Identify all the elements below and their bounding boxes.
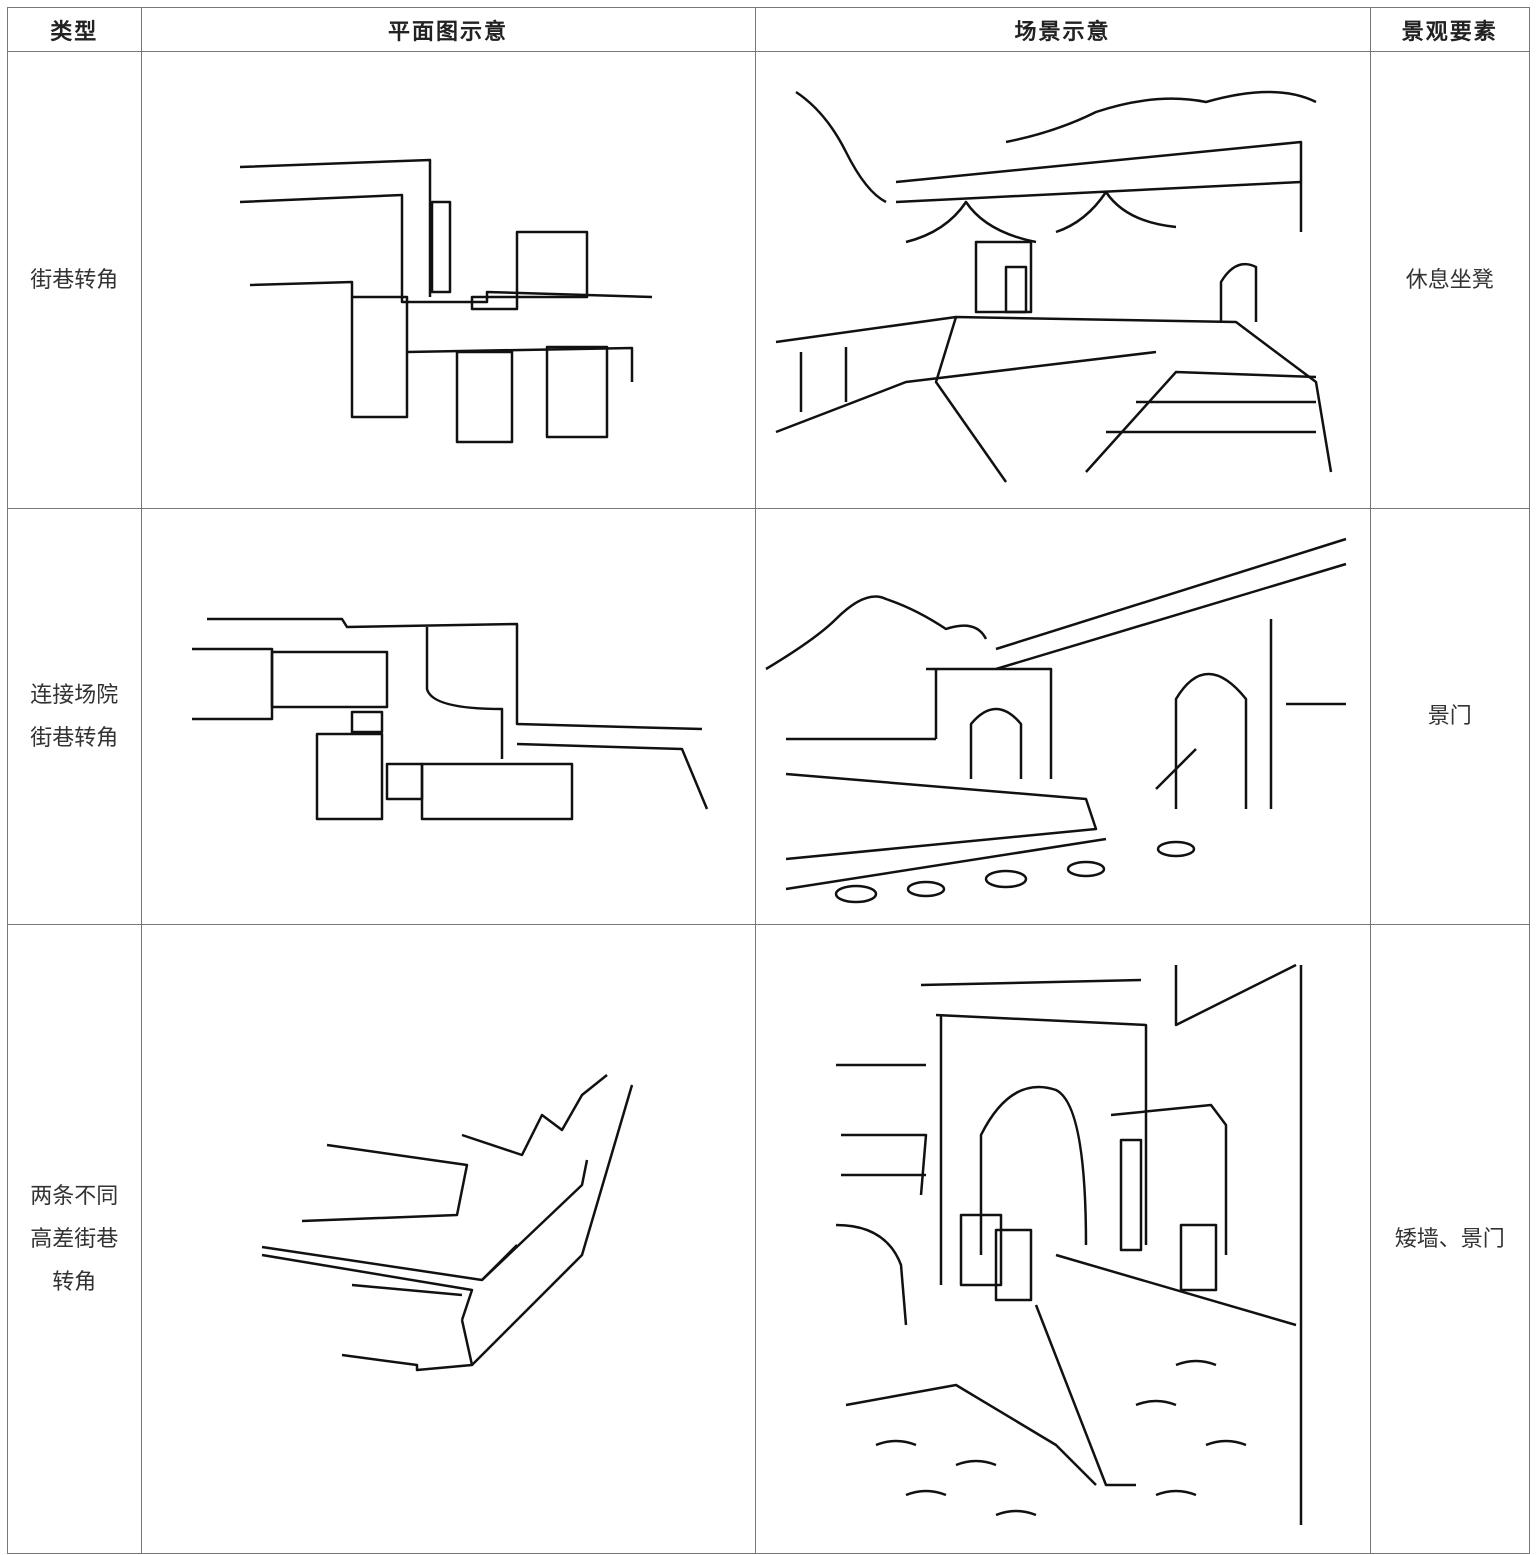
plan-cell (140, 924, 756, 1554)
type-line: 转角 (52, 1269, 97, 1295)
landscape-table: 类型 平面图示意 场景示意 景观要素 街巷转角 (7, 7, 1530, 1554)
plan-sketch-1 (239, 158, 652, 444)
type-line: 街巷转角 (30, 725, 119, 751)
header-elements: 景观要素 (1369, 7, 1530, 52)
header-row: 类型 平面图示意 场景示意 景观要素 (7, 7, 1530, 52)
type-cell: 连接场院街巷转角 (7, 508, 142, 925)
header-scene: 场景示意 (754, 7, 1371, 52)
scene-cell (754, 508, 1371, 925)
plan-sketch-3 (261, 1074, 633, 1372)
table-row: 街巷转角 休息坐凳 (7, 51, 1530, 509)
type-line: 连接场院 (30, 682, 119, 708)
type-line: 街巷转角 (30, 267, 119, 293)
type-cell: 街巷转角 (7, 51, 142, 509)
scene-sketch-1 (775, 90, 1332, 483)
elements-cell: 景门 (1369, 508, 1530, 925)
scene-sketch-2 (764, 537, 1346, 904)
plan-cell (140, 508, 756, 925)
elements-cell: 矮墙、景门 (1369, 924, 1530, 1554)
type-cell: 两条不同高差街巷转角 (7, 924, 142, 1554)
type-line: 高差街巷 (30, 1226, 119, 1252)
table-row: 连接场院街巷转角 景门 (7, 508, 1530, 925)
plan-sketch-2 (191, 617, 708, 821)
table-row: 两条不同高差街巷转角 矮墙、景门 (7, 924, 1530, 1554)
scene-cell (754, 51, 1371, 509)
scene-cell (754, 924, 1371, 1554)
type-line: 两条不同 (30, 1183, 119, 1209)
scene-sketch-3 (835, 963, 1302, 1525)
plan-cell (140, 51, 756, 509)
elements-cell: 休息坐凳 (1369, 51, 1530, 509)
header-type: 类型 (7, 7, 142, 52)
header-plan: 平面图示意 (140, 7, 756, 52)
